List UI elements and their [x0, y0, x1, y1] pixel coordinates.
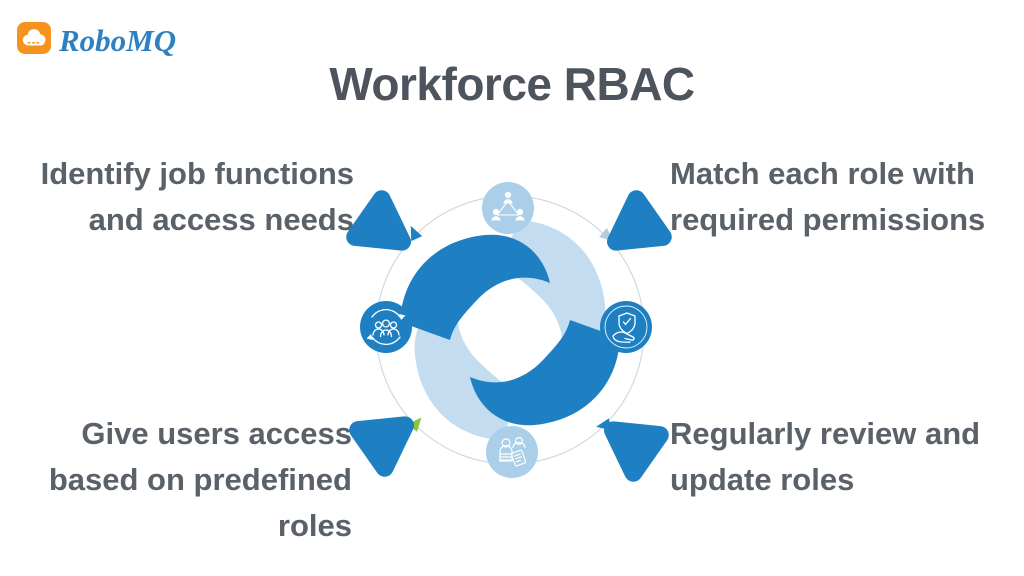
step-give-access-line3: roles — [277, 508, 352, 543]
step-review-label: Regularly review and update roles — [670, 411, 1022, 503]
step-match-line2: required permissions — [670, 202, 986, 237]
pointer-triangle-top-right — [603, 199, 663, 260]
step-review-line2: update roles — [670, 462, 855, 497]
brand-name: RoboMQ — [59, 22, 177, 58]
step-identify-label: Identify job functions and access needs — [4, 151, 354, 243]
pinwheel-blade-dark-2 — [470, 320, 620, 426]
page-title: Workforce RBAC — [329, 58, 695, 110]
cycle-diagram — [330, 182, 694, 504]
pointer-triangle-bottom-left — [358, 407, 418, 468]
step-match-label: Match each role with required permission… — [670, 151, 1022, 243]
step-give-access-label: Give users access based on predefined ro… — [4, 411, 352, 549]
users-sync-icon — [360, 301, 412, 353]
shield-check-hand-icon — [600, 301, 652, 353]
step-review-line1: Regularly review and — [670, 416, 981, 451]
pinwheel-blade-dark-1 — [400, 234, 550, 340]
cloud-logo-icon — [16, 21, 52, 60]
people-checklist-icon — [486, 426, 538, 478]
step-identify-line2: and access needs — [88, 202, 354, 237]
pointer-triangle-top-left — [355, 199, 415, 260]
step-give-access-line2: based on predefined — [48, 462, 352, 497]
step-give-access-line1: Give users access — [81, 416, 352, 451]
org-hierarchy-icon — [482, 182, 534, 234]
brand-logo: RoboMQ — [16, 21, 176, 60]
step-identify-line1: Identify job functions — [40, 156, 354, 191]
step-match-line1: Match each role with — [670, 156, 975, 191]
cycle-pinwheel — [400, 220, 620, 440]
